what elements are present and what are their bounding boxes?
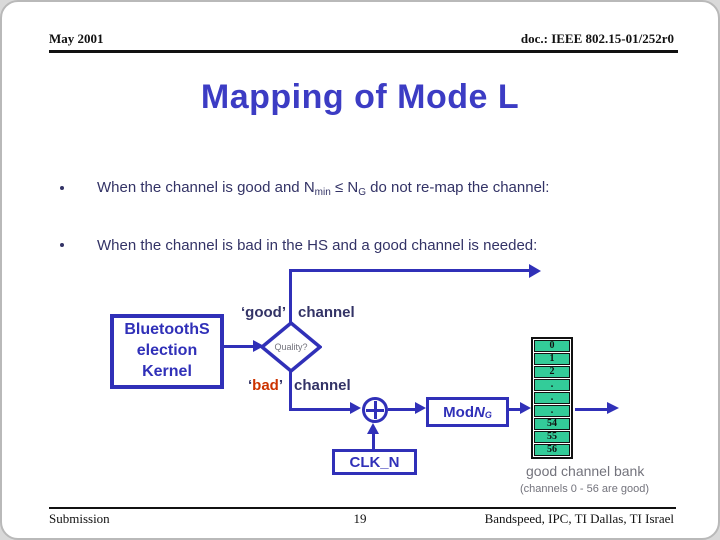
subscript-min: min [314, 187, 331, 198]
bluetooth-selection-kernel-box: BluetoothS election Kernel [110, 314, 224, 389]
quality-label: Quality? [274, 342, 308, 352]
bank-cell: 2 [534, 366, 570, 378]
bank-cell: 54 [534, 418, 570, 430]
bad-word: bad [252, 377, 279, 394]
arrowhead-into-bank [520, 402, 531, 414]
slide-title: Mapping of Mode L [200, 78, 520, 116]
header-date: May 2001 [49, 31, 104, 46]
clk-n-box: CLK_N [332, 449, 417, 475]
label-bad: ‘bad’ [197, 377, 283, 394]
arrowhead-into-mod [415, 402, 426, 414]
line-good-up [289, 272, 292, 323]
bullet1-text-part: When the channel is good and N [97, 179, 315, 196]
mod-n: N [473, 403, 485, 421]
quality-diamond-shape [260, 321, 322, 373]
mod-subscript-g: G [484, 410, 492, 420]
line-bad-to-xor [289, 408, 351, 411]
footer-page-number: 19 [353, 511, 367, 526]
xor-adder-node [362, 397, 388, 423]
bullet1-text-part: ≤ N [330, 179, 359, 196]
subscript-g: G [358, 187, 366, 198]
bank-cell: 0 [534, 340, 570, 352]
bank-cell: 55 [534, 431, 570, 443]
bullet-item-bad-channel: When the channel is bad in the HS and a … [97, 237, 538, 254]
header-doc-number: doc.: IEEE 802.15-01/252r0 [520, 31, 674, 46]
bank-cell: 1 [534, 353, 570, 365]
bullet1-text-part: do not re-map the channel: [365, 179, 550, 196]
arrowhead-into-xor [350, 402, 361, 414]
mod-label: Mod [443, 403, 474, 421]
arrowhead-clk-up [367, 423, 379, 434]
footer-rule [49, 507, 676, 509]
line-clk-to-xor [372, 434, 375, 450]
label-bad-channel: channel [294, 377, 351, 394]
header-rule [49, 50, 678, 53]
line-good-out [289, 269, 529, 272]
kernel-line: Kernel [142, 362, 192, 380]
line-kernel-to-quality [224, 345, 256, 348]
bank-cell: 56 [534, 444, 570, 456]
bank-caption: good channel bank [526, 463, 645, 479]
bad-quote-close: ’ [278, 377, 283, 394]
bank-cell: . [534, 405, 570, 417]
label-good: ‘good’ [241, 304, 286, 321]
bad-quote-open: ‘ [247, 377, 253, 394]
line-bank-out [575, 408, 607, 411]
bank-cell: . [534, 392, 570, 404]
xor-cross-vertical [373, 401, 377, 419]
bullet-marker [60, 186, 64, 190]
footer-affiliation: Bandspeed, IPC, TI Dallas, TI Israel [484, 511, 674, 526]
kernel-line: BluetoothS [124, 321, 210, 339]
bullet-item-good-channel: When the channel is good and Nmin ≤ NG d… [97, 179, 550, 198]
footer-submission: Submission [49, 511, 110, 526]
bank-note: (channels 0 - 56 are good) [520, 483, 650, 495]
arrowhead-bank-out [607, 402, 619, 414]
label-good-channel: channel [298, 304, 355, 321]
channel-bank: 0 1 2 . . . 54 55 56 [531, 337, 573, 459]
arrowhead-into-quality [253, 340, 264, 352]
arrowhead-good-out [529, 264, 541, 278]
bank-cell: . [534, 379, 570, 391]
bullet-marker [60, 243, 64, 247]
line-mod-to-bank [509, 408, 521, 411]
line-xor-to-mod [388, 408, 416, 411]
kernel-line: election [136, 342, 198, 360]
line-bad-down [289, 371, 292, 410]
